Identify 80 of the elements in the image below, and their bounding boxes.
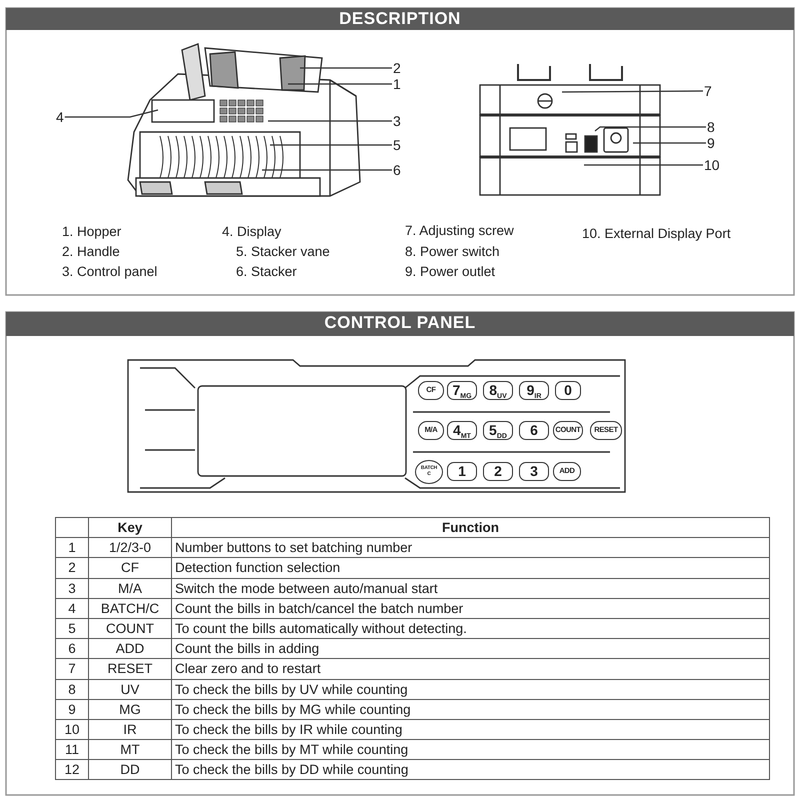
row-number: 12 (56, 760, 88, 780)
function-text: Detection function selection (172, 558, 770, 578)
callout-number: 5 (392, 137, 402, 153)
key-name: BATCH/C (88, 598, 172, 618)
part-list-item: 8. Power switch (405, 244, 500, 260)
panel-key: 7$_{MG}$ (447, 381, 477, 400)
function-text: Switch the mode between auto/manual start (172, 578, 770, 598)
key-name: 1/2/3-0 (88, 538, 172, 558)
function-text: To check the bills by DD while counting (172, 760, 770, 780)
panel-key: 0 (555, 381, 581, 400)
callout-number: 7 (703, 83, 713, 99)
key-name: UV (88, 679, 172, 700)
row-number: 11 (56, 740, 88, 760)
row-number: 9 (56, 699, 88, 720)
part-list-item: 3. Control panel (62, 264, 158, 280)
leader-line (270, 144, 392, 146)
callout-number: 1 (392, 76, 402, 92)
part-list-item: 9. Power outlet (405, 264, 496, 280)
function-text: Count the bills in batch/cancel the batch number (172, 598, 770, 618)
part-list-item: 6. Stacker (236, 264, 297, 280)
part-list-item: 1. Hopper (62, 224, 122, 240)
row-number: 6 (56, 638, 88, 659)
panel-key: 6 (519, 421, 549, 440)
part-list-item: 2. Handle (62, 244, 120, 260)
function-text: Count the bills in adding (172, 638, 770, 659)
leader-line (288, 83, 392, 85)
key-name: COUNT (88, 618, 172, 639)
section-header: CONTROL PANEL (6, 312, 794, 336)
part-list-item: 7. Adjusting screw (405, 223, 514, 239)
row-number: 8 (56, 679, 88, 700)
column-header: Function (172, 518, 770, 538)
leader-line (594, 126, 706, 132)
leader-line (268, 120, 392, 122)
leader-line (300, 67, 392, 69)
panel-key: 1 (447, 462, 477, 481)
panel-key: 4$_{MT}$ (447, 421, 477, 440)
leader-line (562, 90, 703, 93)
leader-line (64, 109, 158, 118)
callout-number: 8 (706, 119, 716, 135)
part-list-item: 4. Display (222, 224, 282, 240)
panel-key: 3 (519, 462, 549, 481)
panel-key: 2 (483, 462, 513, 481)
key-name: MG (88, 699, 172, 720)
function-text: Number buttons to set batching number (172, 538, 770, 558)
panel-key: 8$_{UV}$ (483, 381, 513, 400)
function-text: To count the bills automatically without detecting. (172, 618, 770, 639)
section-header: DESCRIPTION (6, 8, 794, 30)
function-text: To check the bills by UV while counting (172, 679, 770, 700)
row-number: 10 (56, 719, 88, 740)
row-number: 4 (56, 598, 88, 618)
row-number: 7 (56, 658, 88, 679)
leader-line (633, 142, 706, 144)
callout-number: 9 (706, 135, 716, 151)
callout-number: 6 (392, 162, 402, 178)
function-text: To check the bills by IR while counting (172, 719, 770, 740)
row-number: 1 (56, 538, 88, 558)
key-name: ADD (88, 638, 172, 659)
callout-number: 10 (703, 157, 721, 173)
leader-line (584, 164, 703, 166)
column-header: Key (88, 518, 172, 538)
callout-number: 2 (392, 60, 402, 76)
key-name: M/A (88, 578, 172, 598)
key-name: DD (88, 760, 172, 780)
panel-key: 5$_{DD}$ (483, 421, 513, 440)
row-number: 5 (56, 618, 88, 639)
function-text: To check the bills by MT while counting (172, 740, 770, 760)
key-name: RESET (88, 658, 172, 679)
leader-line (262, 169, 392, 171)
row-number: 3 (56, 578, 88, 598)
callout-number: 3 (392, 113, 402, 129)
function-text: Clear zero and to restart (172, 658, 770, 679)
key-name: IR (88, 719, 172, 740)
part-list-item: 10. External Display Port (582, 226, 731, 242)
key-name: CF (88, 558, 172, 578)
callout-number: 4 (55, 109, 65, 125)
key-name: MT (88, 740, 172, 760)
function-text: To check the bills by MG while counting (172, 699, 770, 720)
part-list-item: 5. Stacker vane (236, 244, 330, 260)
panel-key: 9$_{IR}$ (519, 381, 549, 400)
row-number: 2 (56, 558, 88, 578)
